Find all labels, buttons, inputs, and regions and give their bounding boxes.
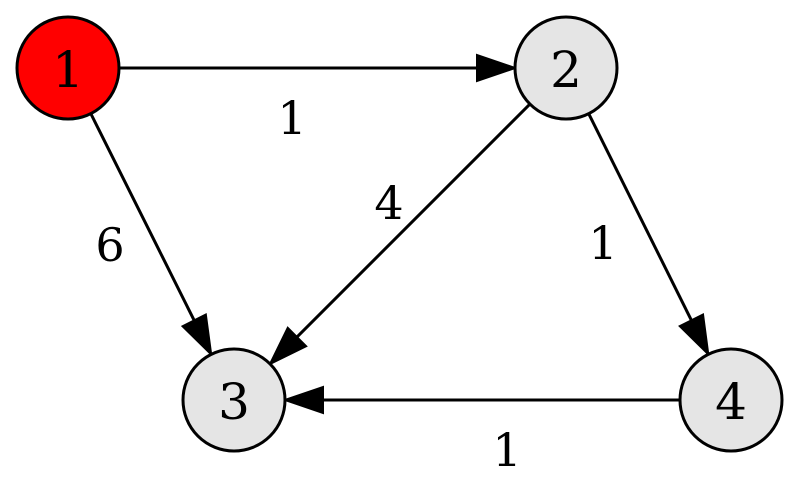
edge-weight-label: 6: [95, 218, 124, 272]
edge-line: [587, 113, 693, 321]
node-label: 4: [715, 373, 747, 431]
edge-2-3: 4: [267, 103, 531, 367]
node-3: 3: [181, 347, 287, 453]
edge-line: [89, 112, 196, 322]
node-1: 1: [15, 15, 121, 121]
edge-weight-label: 4: [374, 176, 403, 230]
nodes-layer: 1 2 3 4: [15, 15, 784, 453]
edge-1-3: 6: [89, 112, 213, 358]
node-circle: [513, 15, 619, 121]
edge-weight-label: 1: [277, 91, 306, 145]
arrowhead-icon: [281, 385, 324, 415]
edge-weight-label: 1: [492, 423, 521, 477]
node-circle: [15, 15, 121, 121]
edge-1-2: 1: [119, 53, 519, 145]
arrowhead-icon: [678, 312, 710, 358]
node-circle: [181, 347, 287, 453]
edges-layer: 1 6 4 1 1: [89, 53, 710, 477]
node-label: 2: [550, 41, 582, 99]
arrowhead-icon: [180, 313, 213, 358]
node-circle: [678, 347, 784, 453]
node-label: 3: [218, 373, 250, 431]
edge-2-4: 1: [587, 113, 710, 358]
edge-line: [295, 103, 531, 339]
arrowhead-icon: [476, 53, 519, 83]
edge-weight-label: 1: [588, 216, 617, 270]
edge-4-3: 1: [281, 385, 680, 477]
node-2: 2: [513, 15, 619, 121]
node-4: 4: [678, 347, 784, 453]
node-label: 1: [52, 41, 84, 99]
arrowhead-icon: [267, 326, 308, 367]
